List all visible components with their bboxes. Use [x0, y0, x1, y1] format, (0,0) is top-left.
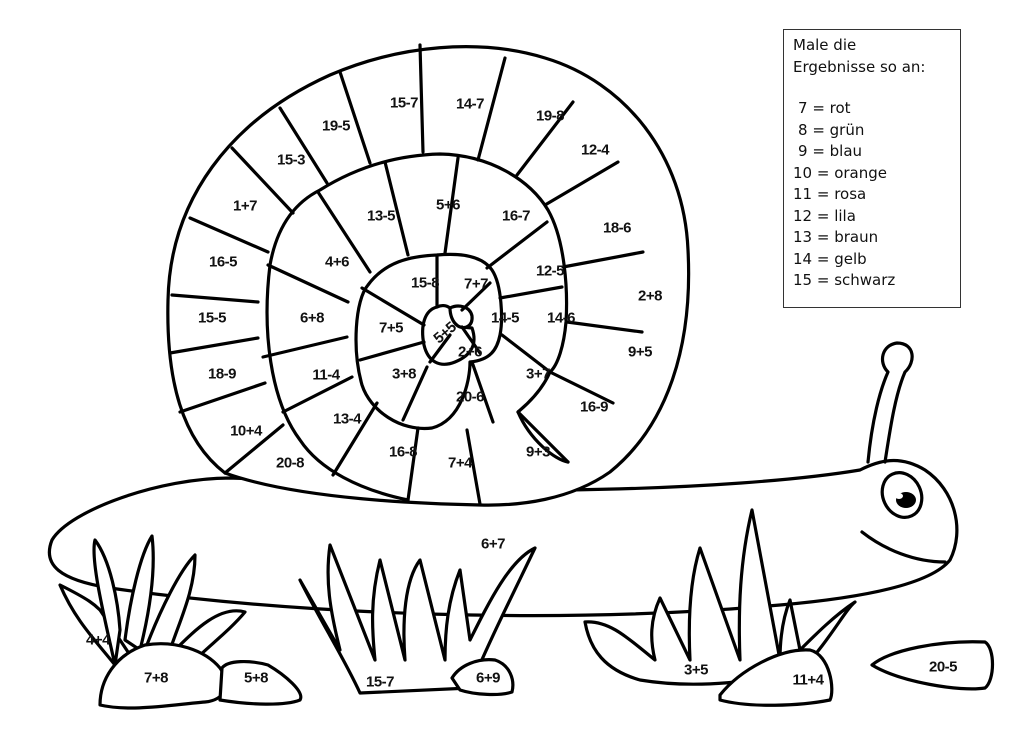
- body-label: 6+7: [481, 536, 505, 553]
- grass-right: [583, 508, 857, 686]
- stone-2: [218, 660, 303, 706]
- cell-label: 9+5: [628, 344, 652, 361]
- cell-label: 20-8: [276, 455, 304, 472]
- legend-color-name: rosa: [834, 185, 867, 203]
- stone-label: 20-5: [929, 659, 957, 676]
- cell-label: 12-5: [536, 263, 564, 280]
- cell-label: 12-4: [581, 142, 610, 159]
- cell-label: 13-4: [333, 411, 362, 428]
- cell-label: 11-4: [312, 367, 340, 384]
- cell-label: 14-5: [491, 310, 519, 327]
- cell-label: 18-6: [603, 220, 631, 237]
- cell-label: 3+8: [392, 366, 416, 383]
- stone-1: [98, 642, 228, 710]
- cell-label: 7+7: [464, 276, 488, 293]
- grass-label: 3+5: [684, 662, 708, 679]
- stone-label: 7+8: [144, 670, 168, 687]
- cell-label: 13-5: [367, 208, 395, 225]
- cell-label: 19-5: [322, 118, 350, 135]
- legend-item: 8 = grün: [793, 120, 951, 142]
- legend-equals: =: [807, 120, 830, 139]
- legend-title: Male die Ergebnisse so an:: [793, 35, 951, 78]
- cell-label: 1+7: [233, 198, 257, 215]
- legend-color-name: lila: [834, 206, 856, 225]
- snail-eye: [880, 471, 924, 519]
- cell-label: 7+5: [379, 320, 403, 337]
- cell-label: 3+7: [526, 366, 550, 383]
- legend-value: 15: [793, 271, 813, 289]
- legend-item: 14 = gelb: [793, 249, 951, 271]
- legend-color-name: blau: [829, 142, 863, 160]
- stone-label: 5+8: [244, 670, 268, 687]
- legend-value: 10: [793, 163, 813, 182]
- legend-color-name: grün: [829, 120, 865, 139]
- legend-value: 8: [798, 120, 808, 139]
- cell-label: 15-5: [198, 310, 226, 327]
- legend-value: 9: [798, 142, 808, 160]
- stone-label: 11+4: [793, 672, 825, 689]
- legend-value: 14: [793, 249, 813, 268]
- cell-label: 20-6: [456, 389, 484, 406]
- legend-color-name: braun: [834, 228, 879, 246]
- grass-label: 4+4: [86, 632, 111, 649]
- cell-label: 16-5: [209, 254, 237, 271]
- legend-item: 10 = orange: [793, 163, 951, 185]
- snail-smile: [860, 530, 947, 564]
- legend-equals: =: [812, 271, 835, 289]
- stone-4: [718, 648, 834, 707]
- legend-title-line: Male die: [793, 36, 857, 54]
- legend-item: 12 = lila: [793, 206, 951, 228]
- legend-title-line: Ergebnisse so an:: [793, 57, 926, 76]
- cell-label: 16-8: [389, 444, 417, 461]
- stone-3: [450, 658, 515, 697]
- legend-value: 11: [793, 185, 813, 203]
- cell-label: 7+4: [448, 455, 473, 472]
- legend-item: 15 = schwarz: [793, 270, 951, 292]
- legend-value: 12: [793, 206, 813, 225]
- legend-item: 7 = rot: [793, 98, 951, 120]
- cell-label: 9+3: [526, 444, 550, 461]
- legend-equals: =: [812, 249, 835, 268]
- cell-label: 16-9: [580, 399, 608, 416]
- legend-color-name: gelb: [834, 249, 867, 268]
- cell-label: 19-8: [536, 108, 564, 125]
- cell-label: 15-8: [411, 275, 439, 292]
- cell-label: 15-3: [277, 152, 305, 169]
- cell-label: 5+6: [436, 197, 460, 214]
- legend-color-name: schwarz: [834, 271, 896, 289]
- cell-label: 2+6: [458, 344, 482, 361]
- snail-shell: [166, 43, 691, 507]
- cell-label: 18-9: [208, 366, 236, 383]
- legend-value: 7: [798, 99, 808, 117]
- legend-equals: =: [812, 206, 835, 225]
- legend-equals: =: [812, 185, 835, 203]
- legend-item: 9 = blau: [793, 141, 951, 163]
- legend-equals: =: [812, 228, 835, 246]
- cell-label: 4+6: [325, 254, 349, 271]
- cell-label: 6+8: [300, 310, 324, 327]
- legend-item: 11 = rosa: [793, 184, 951, 206]
- cell-label: 15-7: [390, 95, 418, 112]
- legend-item: 13 = braun: [793, 227, 951, 249]
- snail-antenna: [866, 341, 914, 464]
- cell-label: 14-7: [456, 96, 484, 113]
- legend-equals: =: [807, 99, 830, 117]
- legend-equals: =: [812, 163, 835, 182]
- cell-label: 2+8: [638, 288, 662, 305]
- stone-5: [870, 640, 995, 691]
- legend-color-name: orange: [834, 163, 887, 182]
- stone-label: 6+9: [476, 670, 500, 687]
- cell-label: 16-7: [502, 208, 530, 225]
- cell-label: 14-6: [547, 310, 575, 327]
- grass-label: 15-7: [366, 674, 394, 691]
- legend-equals: =: [807, 142, 830, 160]
- cell-label: 10+4: [230, 423, 263, 440]
- legend-color-name: rot: [829, 99, 851, 117]
- legend-value: 13: [793, 228, 813, 246]
